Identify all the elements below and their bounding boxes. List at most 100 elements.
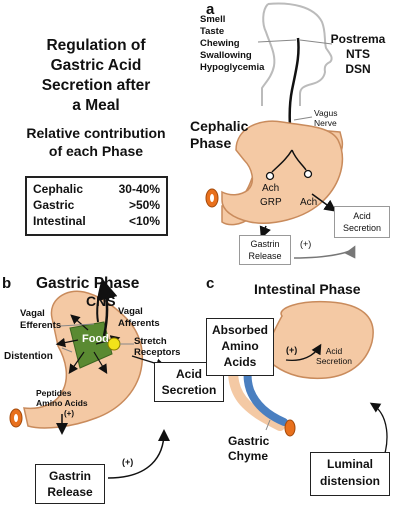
- pylorus-c: [284, 419, 296, 437]
- contribution-table: Cephalic 30-40% Gastric >50% Intestinal …: [25, 176, 168, 236]
- stimulus-item: Swallowing: [200, 50, 252, 61]
- brain-center: NTS: [346, 47, 370, 61]
- relative-heading: Relative contribution of each Phase: [14, 124, 178, 160]
- arrow-ach-to-acid: [311, 193, 337, 212]
- brain-centers: Postrema NTS DSN: [328, 32, 388, 77]
- intestinal-phase-title: Intestinal Phase: [254, 281, 361, 297]
- vagal-afferents-label: Vagal Afferents: [118, 306, 160, 330]
- chyme-line: Gastric: [228, 434, 270, 448]
- title-line-2: Gastric Acid: [50, 57, 142, 74]
- stimulus-item: Chewing: [200, 38, 240, 49]
- phase-value: 30-40%: [118, 182, 160, 196]
- acid-line: Acid: [175, 367, 202, 381]
- head-profile: [261, 2, 333, 106]
- label-line: Efferents: [20, 320, 62, 331]
- acid-secretion-box-a: Acid Secretion: [334, 206, 390, 238]
- title-line-1: Regulation of: [46, 37, 146, 54]
- panel-c-letter: c: [206, 275, 215, 292]
- arrow-absorbed-to-stomach: [285, 343, 322, 362]
- plus-inner-b: (+): [64, 409, 74, 418]
- arrow-grp-to-gastrin: [259, 225, 271, 239]
- vagus-line: Vagus: [314, 108, 338, 118]
- acid-line: Secretion: [342, 223, 382, 233]
- brain-center: DSN: [345, 62, 371, 76]
- nerve-terminal-left: [265, 171, 275, 181]
- nerve-terminal-right: [303, 169, 313, 179]
- acid-line: Secretion: [316, 356, 352, 366]
- stomach-a-body: [221, 120, 344, 224]
- absorbed-line: Amino: [221, 339, 259, 353]
- stimulus-item: Smell: [200, 14, 226, 25]
- absorbed-amino-acids-box: Absorbed Amino Acids: [206, 318, 274, 376]
- phase-value: <10%: [128, 214, 160, 228]
- stimuli-list: Smell Taste Chewing Swallowing Hypoglyce…: [200, 14, 264, 74]
- absorbed-line: Acids: [223, 355, 257, 369]
- phase-name: Intestinal: [33, 214, 86, 228]
- table-row: Intestinal <10%: [33, 213, 160, 229]
- absorbed-line: Absorbed: [211, 323, 268, 337]
- stretch-receptor: [107, 337, 121, 351]
- label-line: Afferents: [118, 318, 160, 329]
- distention-label: Distention: [4, 351, 53, 362]
- stimulus-item: Taste: [200, 26, 225, 37]
- vagus-line: Nerve: [314, 118, 337, 128]
- plus-b: (+): [122, 457, 134, 467]
- phase-label-line: Phase: [190, 135, 232, 151]
- label-line: Receptors: [134, 347, 181, 358]
- gastric-chyme-label: Gastric Chyme: [228, 434, 269, 464]
- centers-line: [299, 39, 333, 45]
- gastric-phase-title: Gastric Phase: [36, 275, 140, 292]
- plus-a: (+): [300, 239, 312, 249]
- title-line-3: Secretion after: [41, 77, 151, 94]
- plus-c: (+): [286, 345, 298, 355]
- label-line: Stretch: [134, 336, 167, 347]
- stimulus-item: Hypoglycemia: [200, 62, 265, 73]
- grp-label: GRP: [260, 197, 282, 208]
- panel-b-letter: b: [2, 275, 12, 292]
- panel-a-letter: a: [206, 1, 215, 18]
- table-row: Cephalic 30-40%: [33, 181, 160, 197]
- acid-line: Secretion: [161, 383, 217, 397]
- cns-label: CNS: [86, 293, 116, 309]
- brain-center: Postrema: [330, 32, 386, 46]
- gastrin-line: Release: [248, 251, 282, 261]
- arrow-gastrin-to-acid: [293, 245, 356, 259]
- vagal-efferents-label: Vagal Efferents: [20, 308, 61, 332]
- luminal-line: Luminal: [326, 457, 373, 471]
- stretch-receptors-label: Stretch Receptors: [134, 336, 180, 358]
- gastrin-line: Gastrin: [48, 469, 91, 483]
- relative-heading-line-1: Relative contribution: [26, 125, 166, 141]
- ach-right-label: Ach: [300, 197, 318, 208]
- food-label: Food: [82, 333, 109, 345]
- relative-heading-line-2: of each Phase: [48, 143, 144, 159]
- arrow-gastrin-to-acid-b: [107, 429, 170, 479]
- gastrin-release-box-a: Gastrin Release: [239, 235, 291, 265]
- peptides-label: Peptides Amino Acids: [36, 388, 88, 408]
- label-line: Peptides: [36, 388, 72, 398]
- phase-name: Gastric: [33, 198, 75, 212]
- gastrin-line: Gastrin: [250, 239, 280, 249]
- vagal-afferent-path: [97, 279, 118, 337]
- phase-label-line: Cephalic: [190, 118, 249, 134]
- stimuli-line: [257, 39, 297, 43]
- acid-line: Acid: [353, 211, 371, 221]
- acid-line: Acid: [325, 346, 343, 356]
- phase-name: Cephalic: [33, 182, 84, 196]
- phase-value: >50%: [128, 198, 160, 212]
- ach-left-label: Ach: [262, 183, 280, 194]
- luminal-line: distension: [319, 474, 380, 488]
- title-line-4: a Meal: [72, 97, 120, 114]
- acid-secretion-label-c: Acid Secretion: [306, 346, 362, 366]
- gastrin-line: Release: [47, 485, 93, 499]
- gastrin-release-box-b: Gastrin Release: [35, 464, 105, 504]
- vagus-label: Vagus Nerve: [314, 108, 337, 128]
- table-row: Gastric >50%: [33, 197, 160, 213]
- luminal-distension-box: Luminal distension: [310, 452, 390, 496]
- label-line: Amino Acids: [36, 398, 88, 408]
- cephalic-phase-label: Cephalic Phase: [190, 118, 248, 152]
- label-line: Vagal: [118, 306, 143, 317]
- main-title: Regulation of Gastric Acid Secretion aft…: [12, 36, 180, 116]
- chyme-line: Chyme: [228, 449, 269, 463]
- label-line: Vagal: [20, 308, 45, 319]
